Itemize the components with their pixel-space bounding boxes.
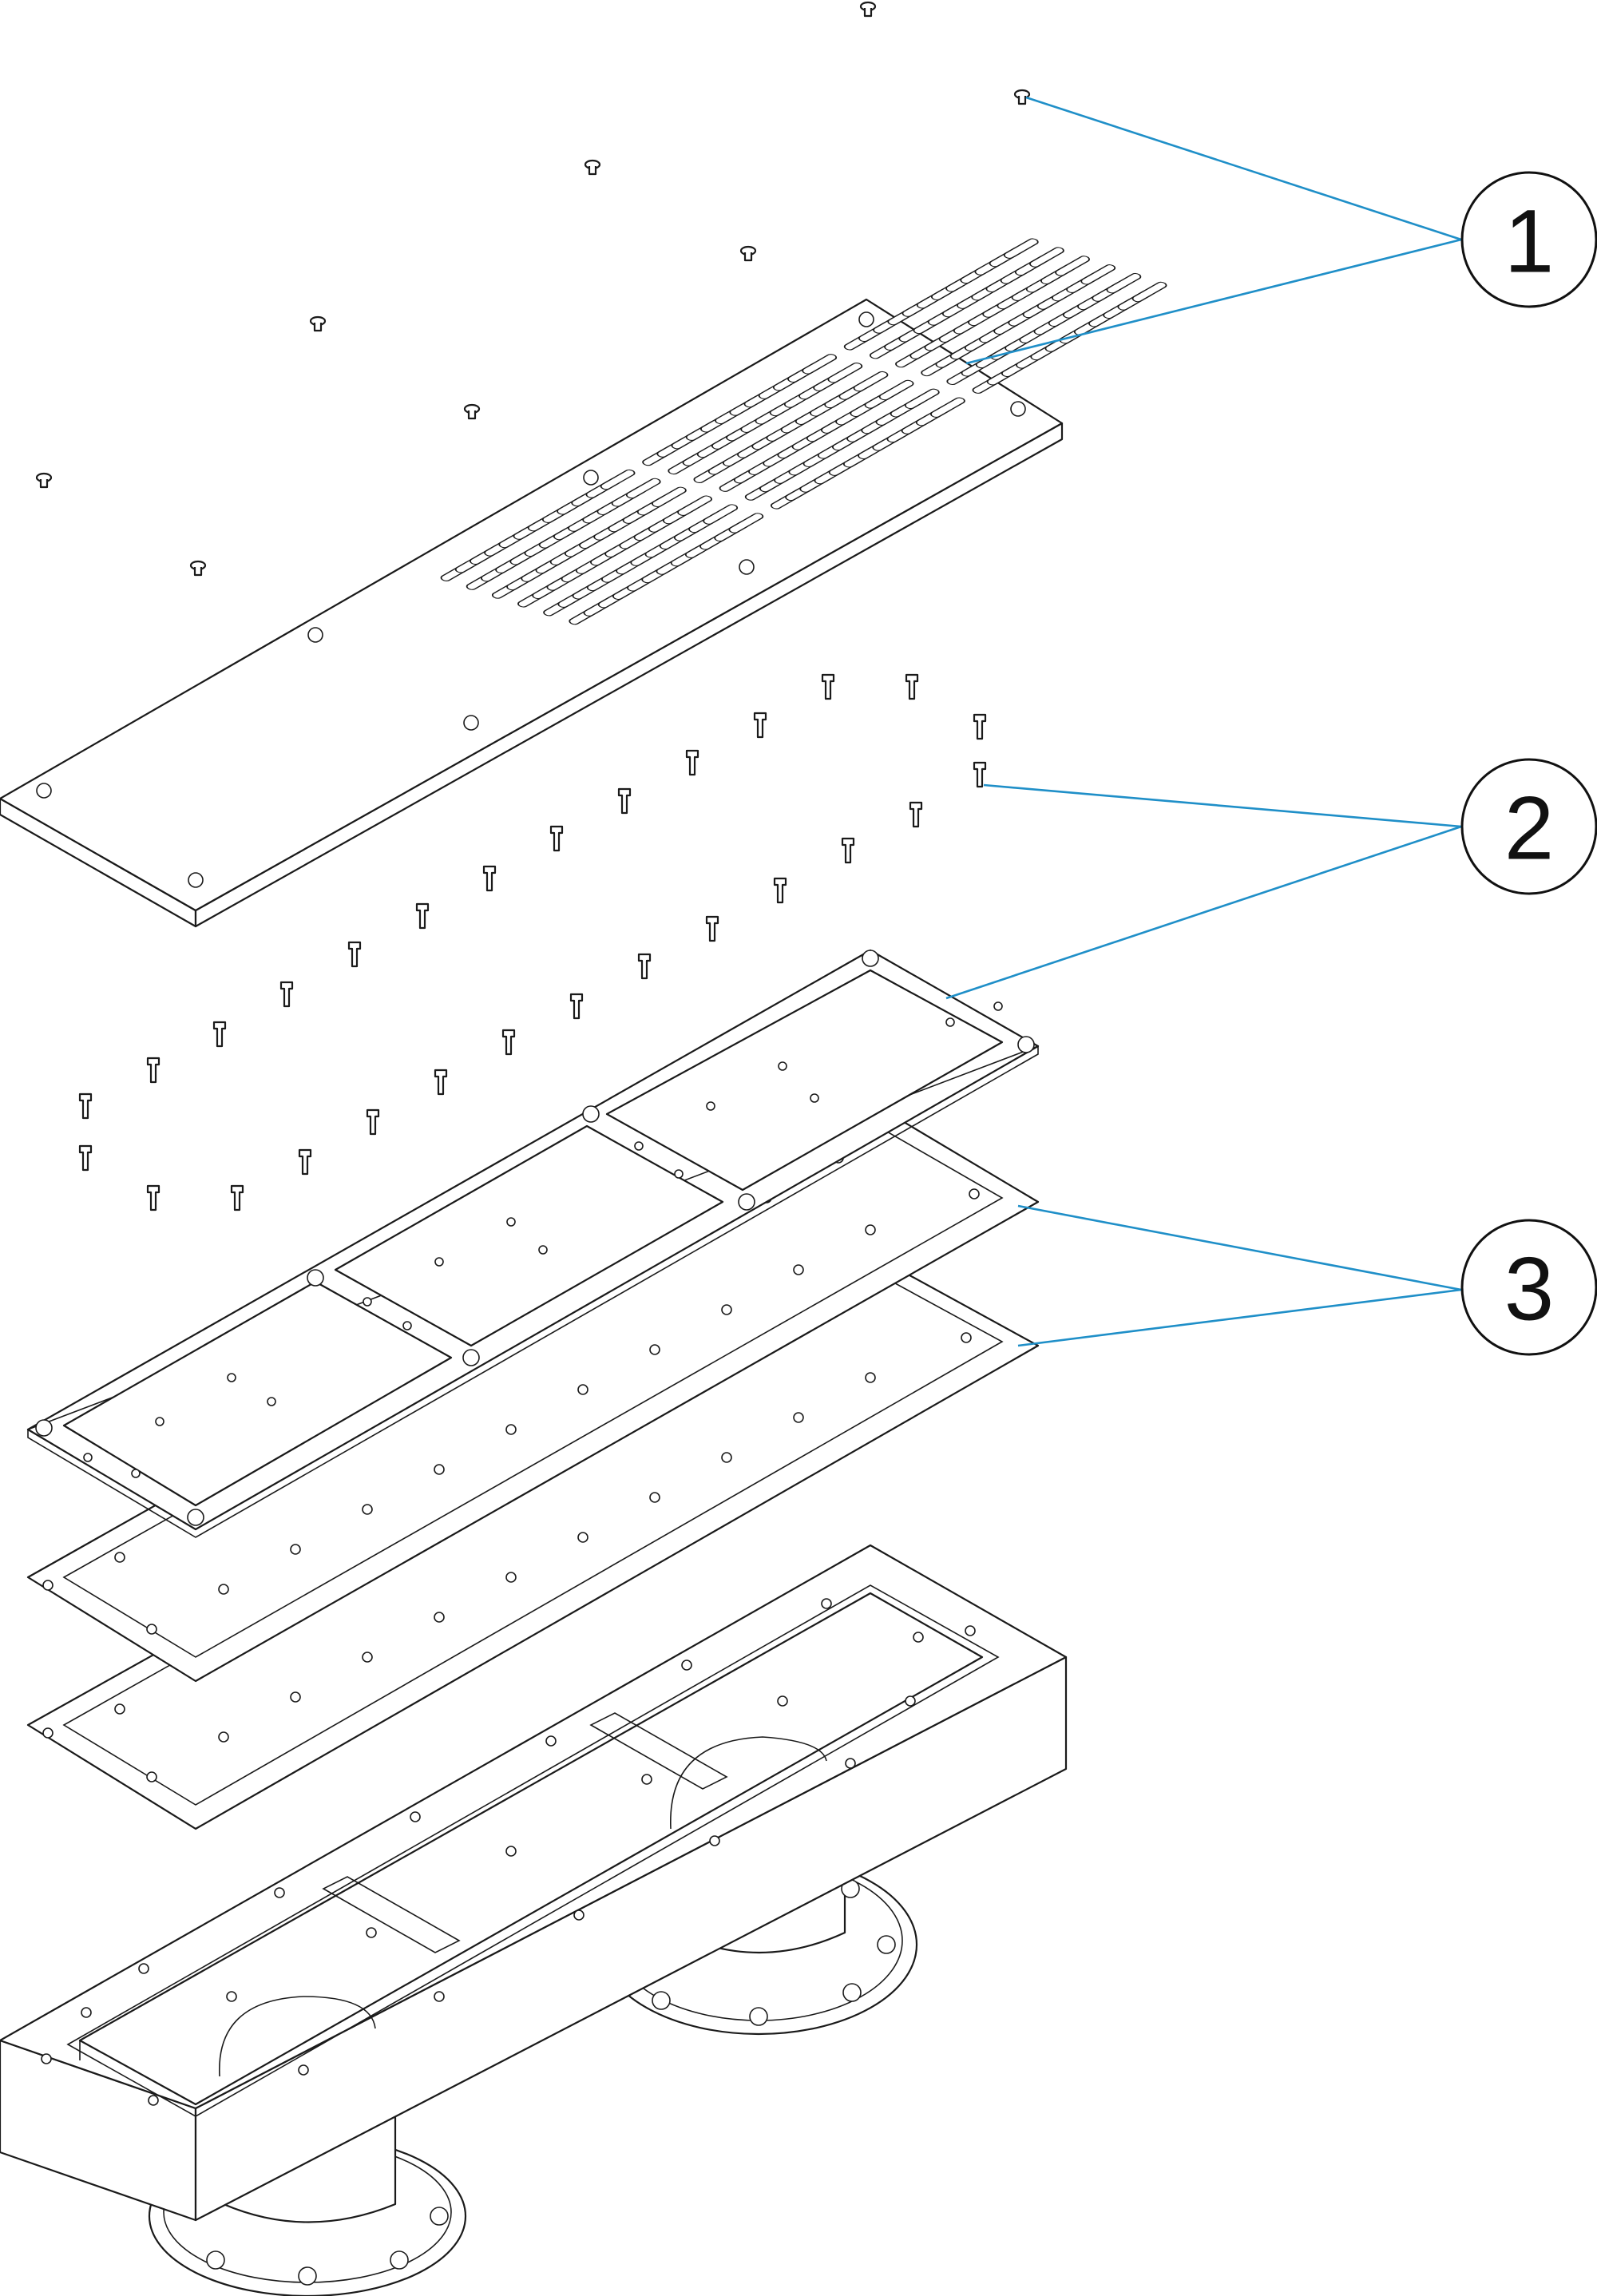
frame-plate <box>26 949 1040 1538</box>
grating-slot <box>1028 247 1064 268</box>
callout-label-1: 1 <box>1504 192 1554 291</box>
grating-slots <box>440 238 1167 625</box>
leader-2b <box>945 825 1462 1000</box>
leader-2a <box>983 783 1462 828</box>
grating-slot <box>1055 256 1090 276</box>
trough-box <box>0 1544 1068 2222</box>
callout-label-2: 2 <box>1504 779 1554 878</box>
callout-balloon-1: 1 <box>1460 171 1597 308</box>
grating-plate <box>0 238 1167 928</box>
callout-balloon-3: 3 <box>1460 1219 1597 1356</box>
grating-slot <box>1131 281 1167 303</box>
leader-lines <box>945 96 1462 1347</box>
grating-slot <box>600 469 636 490</box>
grating-slot <box>904 388 940 410</box>
leader-3b <box>1017 1288 1462 1347</box>
leader-3a <box>1017 1204 1462 1291</box>
grating-slot <box>853 371 889 392</box>
bolt-set <box>78 673 987 1211</box>
leader-1a <box>1025 96 1462 241</box>
leader-1b <box>965 238 1462 365</box>
grating-slot <box>625 478 661 499</box>
grating-slot <box>1106 272 1142 294</box>
grating-slot <box>651 486 687 508</box>
grating-slot <box>1003 238 1039 259</box>
callout-label-3: 3 <box>1504 1239 1554 1339</box>
callout-balloon-2: 2 <box>1460 758 1597 895</box>
rim-holes <box>41 1598 976 2106</box>
grating-slot <box>677 495 712 516</box>
grating-slot <box>930 397 965 418</box>
grating-slot <box>703 504 739 525</box>
grating-slot <box>827 363 863 383</box>
grating-slot <box>1080 264 1116 285</box>
grating-slot <box>802 354 838 375</box>
base-housing <box>0 1544 1068 2296</box>
grating-slot <box>878 379 914 401</box>
grating-slot <box>728 513 764 533</box>
screw-set <box>35 1 1031 577</box>
